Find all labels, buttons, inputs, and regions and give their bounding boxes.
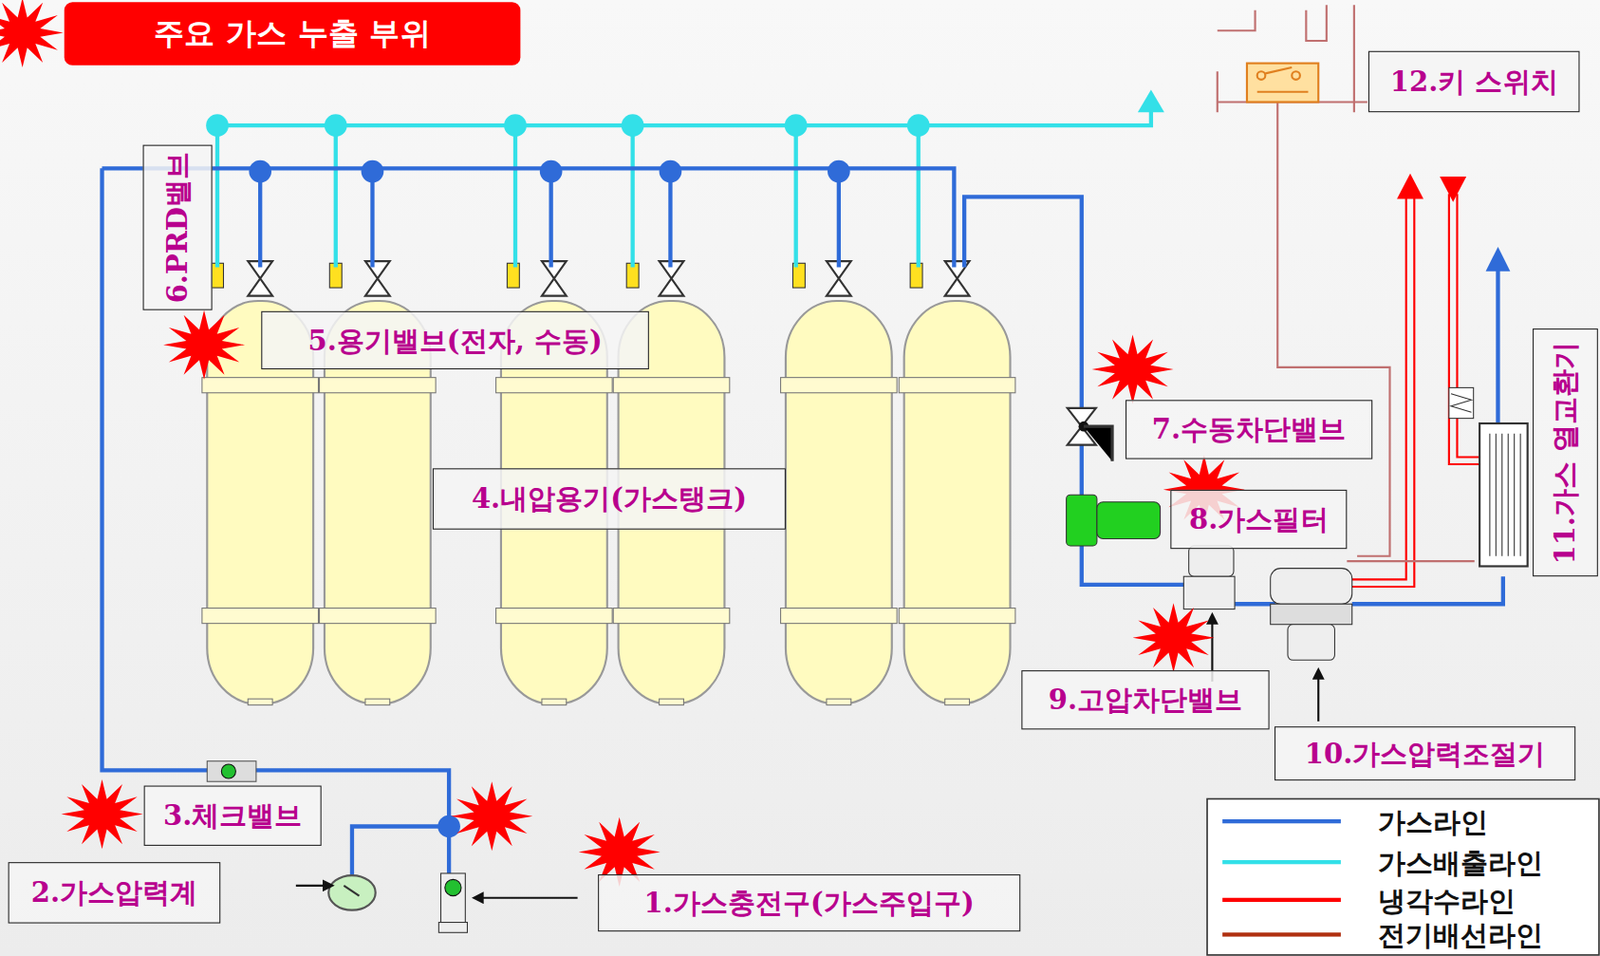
tank-band [319, 608, 437, 624]
tank-band [496, 377, 614, 393]
tank-band [202, 377, 319, 393]
tank-base [541, 698, 567, 705]
tank-band [613, 608, 730, 624]
pressure-gauge [328, 874, 375, 911]
tank-band [202, 608, 319, 624]
label-box: 4.내압용기(가스탱크) [432, 467, 786, 529]
legend-text: 냉각수라인 [1377, 882, 1516, 920]
label-text: 5.용기밸브(전자, 수동) [307, 321, 602, 359]
heat-exchanger [1479, 423, 1528, 566]
leak-star [61, 779, 144, 849]
label-box: 12.키 스위치 [1368, 51, 1581, 112]
gas-tank [904, 300, 1011, 705]
coolant-line [1352, 193, 1480, 587]
tank-band [319, 377, 437, 393]
tank-band [613, 377, 730, 393]
gas-filter [1066, 494, 1098, 546]
label-text: 9.고압차단밸브 [1048, 681, 1244, 719]
tank-band [898, 377, 1016, 393]
label-text: 4.내압용기(가스탱크) [471, 480, 747, 518]
label-text: 7.수동차단밸브 [1152, 410, 1347, 448]
regulator [1270, 568, 1353, 605]
tank-valve [541, 260, 567, 297]
tank-band [898, 608, 1016, 624]
label-box: 5.용기밸브(전자, 수동) [260, 311, 650, 370]
label-box: 3.체크밸브 [144, 785, 322, 846]
legend-swatch [1222, 859, 1341, 864]
label-box: 9.고압차단밸브 [1021, 669, 1269, 729]
legend-swatch [1222, 931, 1341, 936]
hp-valve [1189, 545, 1234, 577]
leak-star [1133, 602, 1215, 672]
tank-base [365, 698, 391, 705]
leak-star [450, 781, 533, 851]
key-switch [1246, 63, 1319, 103]
vent-line [217, 99, 1152, 267]
label-box: 11.가스 열교환기 [1532, 328, 1599, 577]
label-text: 1.가스충전구(가스주입구) [644, 884, 975, 922]
legend-text: 가스라인 [1377, 803, 1489, 841]
legend-swatch [1222, 897, 1341, 902]
gas-tanks [202, 260, 1016, 705]
legend-box [1207, 798, 1600, 954]
label-text: 11.가스 열교환기 [1546, 340, 1584, 564]
label-box: 1.가스충전구(가스주입구) [597, 874, 1021, 931]
label-text: 12.키 스위치 [1390, 63, 1559, 101]
label-box: 10.가스압력조절기 [1274, 725, 1576, 781]
tank-base [659, 698, 685, 705]
label-text: 10.가스압력조절기 [1304, 734, 1546, 772]
leak-star [163, 310, 245, 380]
tank-band [781, 377, 898, 393]
gas-tank [785, 300, 893, 705]
tank-band [781, 608, 898, 624]
tank-valve [365, 260, 391, 297]
title-banner: 주요 가스 누출 부위 [64, 1, 521, 66]
tank-base [826, 698, 852, 705]
tank-band [496, 608, 614, 624]
charge-port [441, 873, 466, 923]
label-text: 3.체크밸브 [163, 797, 302, 835]
label-text: 8.가스필터 [1189, 501, 1328, 539]
tank-base [945, 698, 970, 705]
leak-star [1092, 334, 1174, 405]
legend-text: 가스배출라인 [1377, 844, 1544, 882]
label-box: 6.PRD밸브 [143, 145, 213, 311]
legend-swatch [1222, 818, 1341, 823]
label-text: 6.PRD밸브 [159, 151, 197, 303]
label-text: 2.가스압력계 [31, 874, 198, 912]
prd-valve [910, 262, 923, 288]
label-box: 8.가스필터 [1170, 489, 1347, 549]
label-box: 2.가스압력계 [8, 861, 222, 923]
tank-base [247, 698, 273, 705]
leak-markers [0, 0, 1246, 887]
legend-text: 전기배선라인 [1377, 916, 1544, 954]
label-box: 7.수동차단밸브 [1125, 399, 1373, 459]
leak-star [0, 0, 64, 68]
